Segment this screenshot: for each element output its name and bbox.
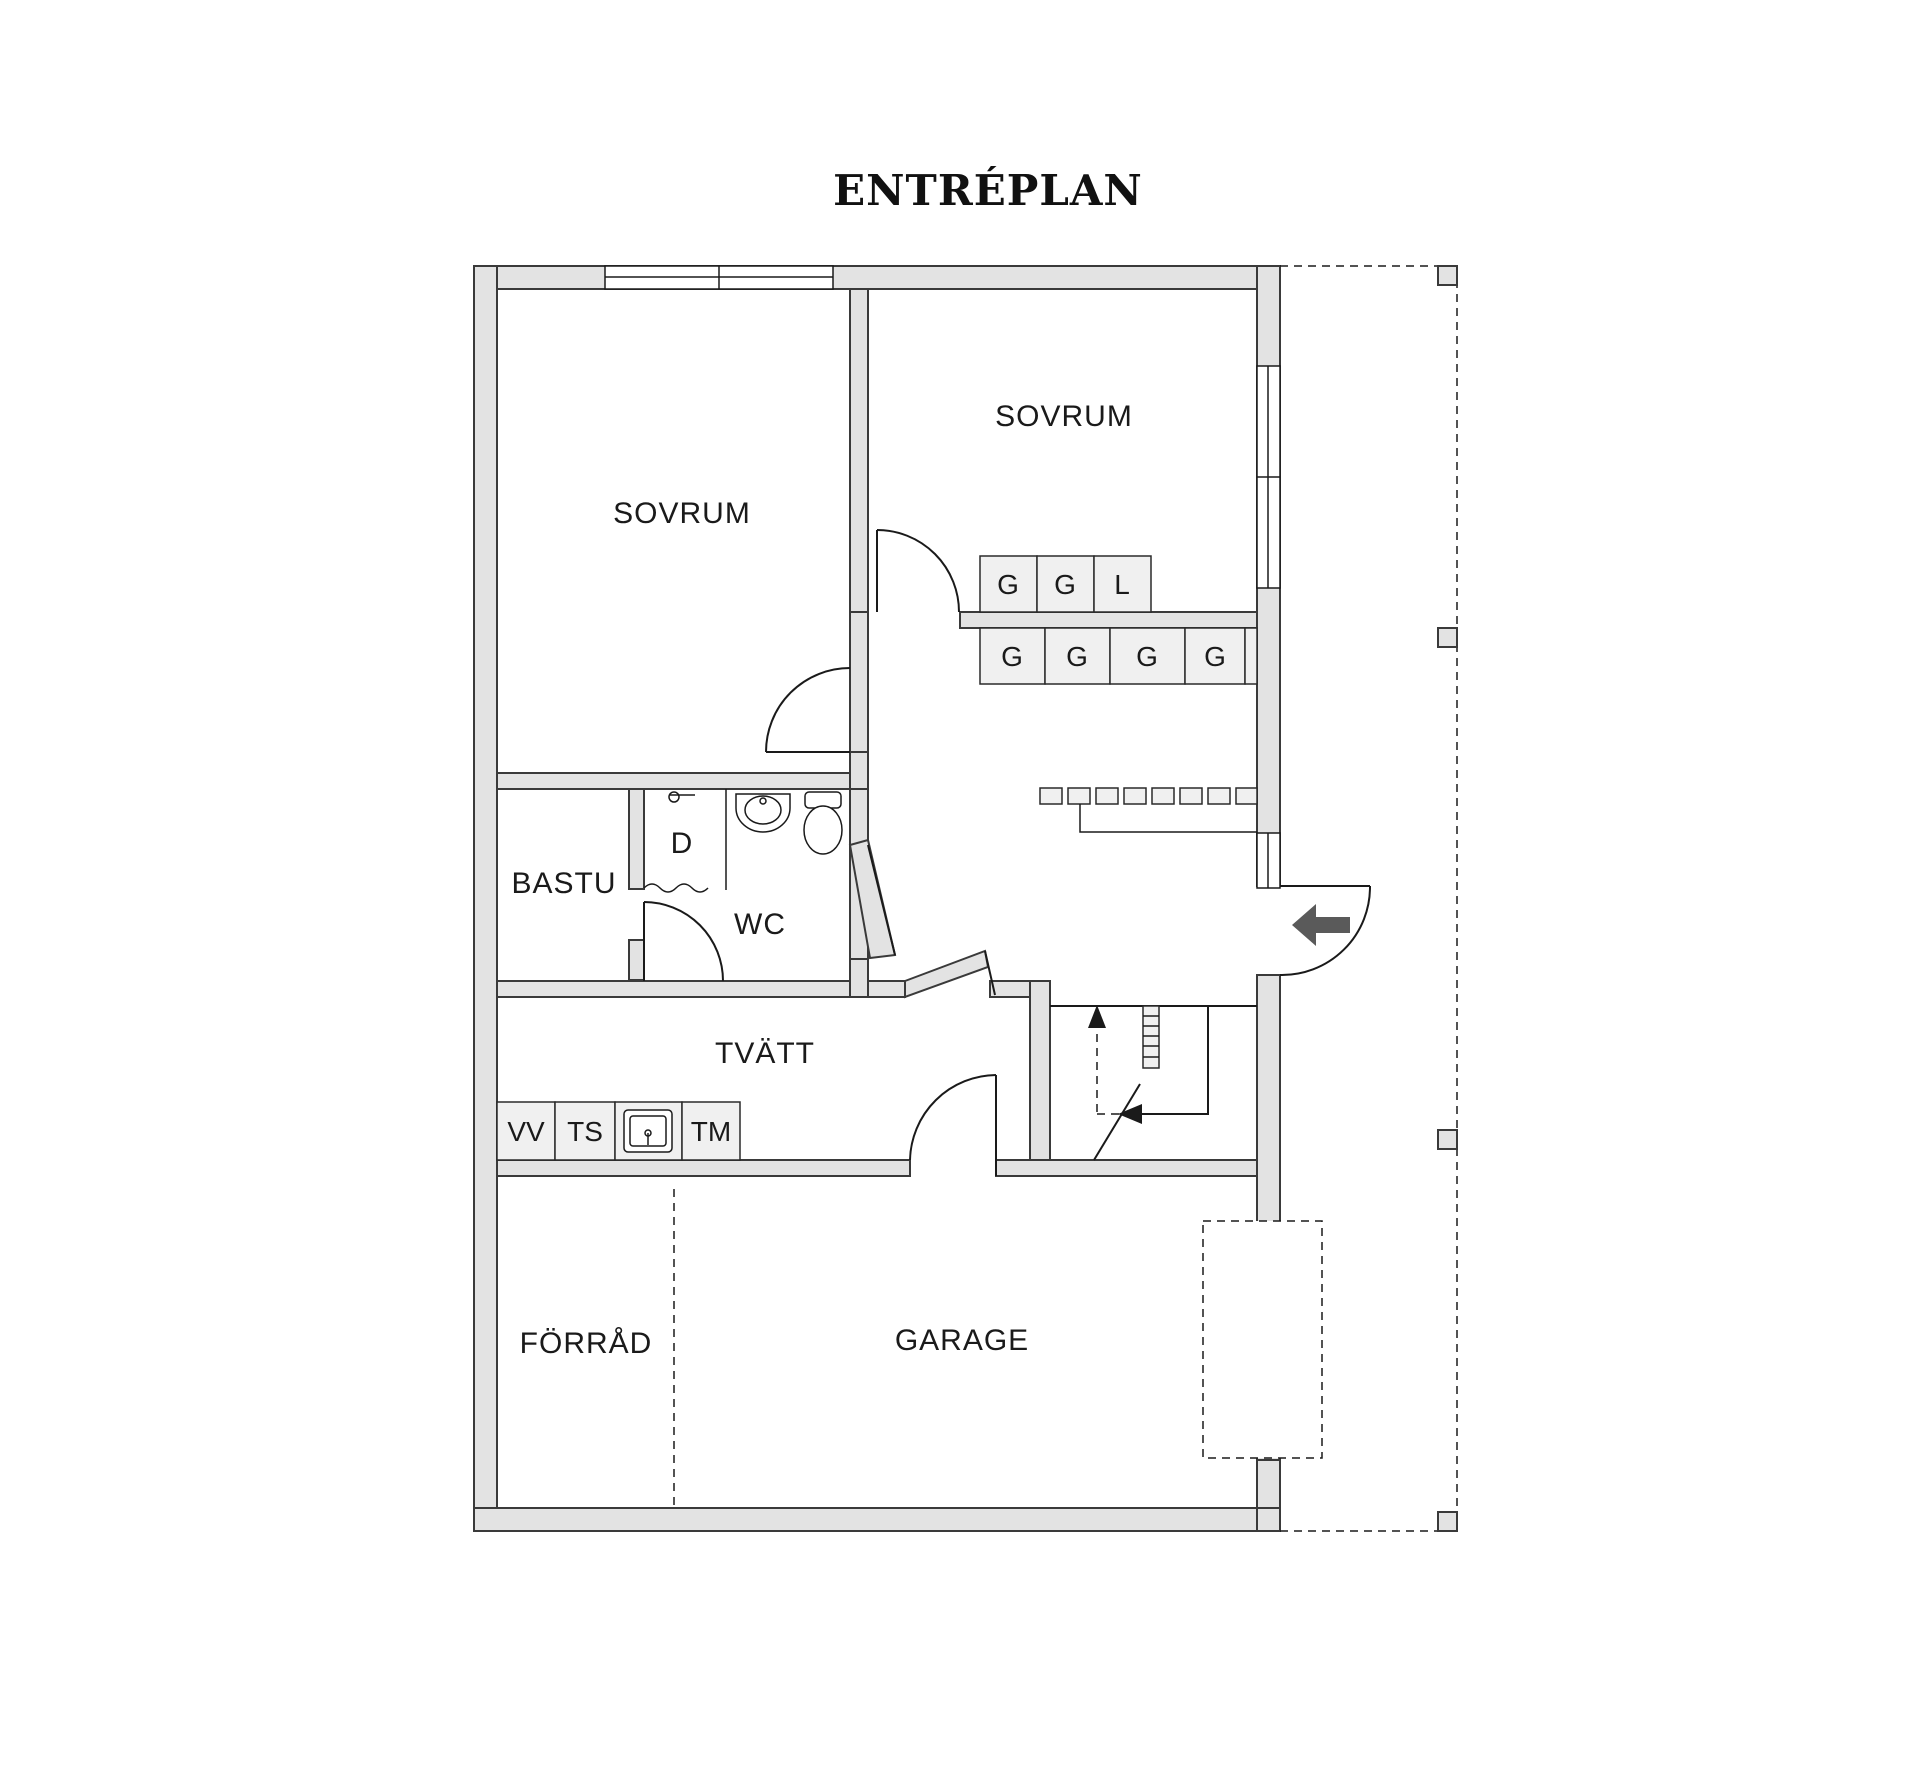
room-label-tvatt: TVÄTT xyxy=(715,1037,815,1070)
room-label-bastu: BASTU xyxy=(511,867,616,900)
interior-walls xyxy=(496,288,1281,1509)
hall-shelf xyxy=(1039,787,1258,833)
room-label-dusch: D xyxy=(671,827,694,860)
room-label-sovrum-left: SOVRUM xyxy=(613,497,751,530)
garage-door-outline xyxy=(1202,1220,1323,1459)
carport-post xyxy=(1437,1129,1458,1150)
room-label-garage: GARAGE xyxy=(895,1324,1029,1357)
plan-title: ENTRÉPLAN xyxy=(833,165,1143,215)
toilet-icon xyxy=(803,805,843,855)
wardrobes-lower: G G G G xyxy=(979,627,1258,685)
wardrobe-label: G xyxy=(997,569,1019,600)
wardrobe-label: G xyxy=(1204,641,1226,672)
shower-curtain-icon xyxy=(643,883,709,893)
room-label-sovrum-right: SOVRUM xyxy=(995,400,1133,433)
wardrobe-label: G xyxy=(1054,569,1076,600)
arrow-up-icon xyxy=(1088,1005,1106,1028)
laundry-sink-icon xyxy=(623,1109,673,1153)
wardrobes-upper: G G L xyxy=(979,555,1152,613)
carport-post xyxy=(1437,627,1458,648)
entrance-arrow-icon xyxy=(1292,904,1350,946)
room-label-wc: WC xyxy=(734,908,786,941)
laundry-label-vv: VV xyxy=(507,1116,545,1147)
carport-post xyxy=(1437,1511,1458,1532)
sink-icon xyxy=(735,793,791,833)
arrow-left-icon xyxy=(1118,1104,1142,1124)
laundry-label-tm: TM xyxy=(691,1116,731,1147)
windows xyxy=(604,265,1281,889)
room-label-forrad: FÖRRÅD xyxy=(520,1327,653,1360)
wardrobe-label: L xyxy=(1114,569,1130,600)
carport-post xyxy=(1437,265,1458,286)
carport-outline xyxy=(1280,265,1458,1532)
bathroom-fixtures xyxy=(643,789,843,893)
wardrobe-label: G xyxy=(1136,641,1158,672)
stairs xyxy=(1050,1005,1257,1161)
laundry-cabinets: VV TS TM xyxy=(496,1101,741,1161)
doors xyxy=(643,529,1372,1176)
wardrobe-label: G xyxy=(1001,641,1023,672)
room-labels: SOVRUM SOVRUM BASTU D WC TVÄTT FÖRRÅD GA… xyxy=(511,400,1133,1360)
laundry-label-ts: TS xyxy=(567,1116,603,1147)
wardrobe-label: G xyxy=(1066,641,1088,672)
